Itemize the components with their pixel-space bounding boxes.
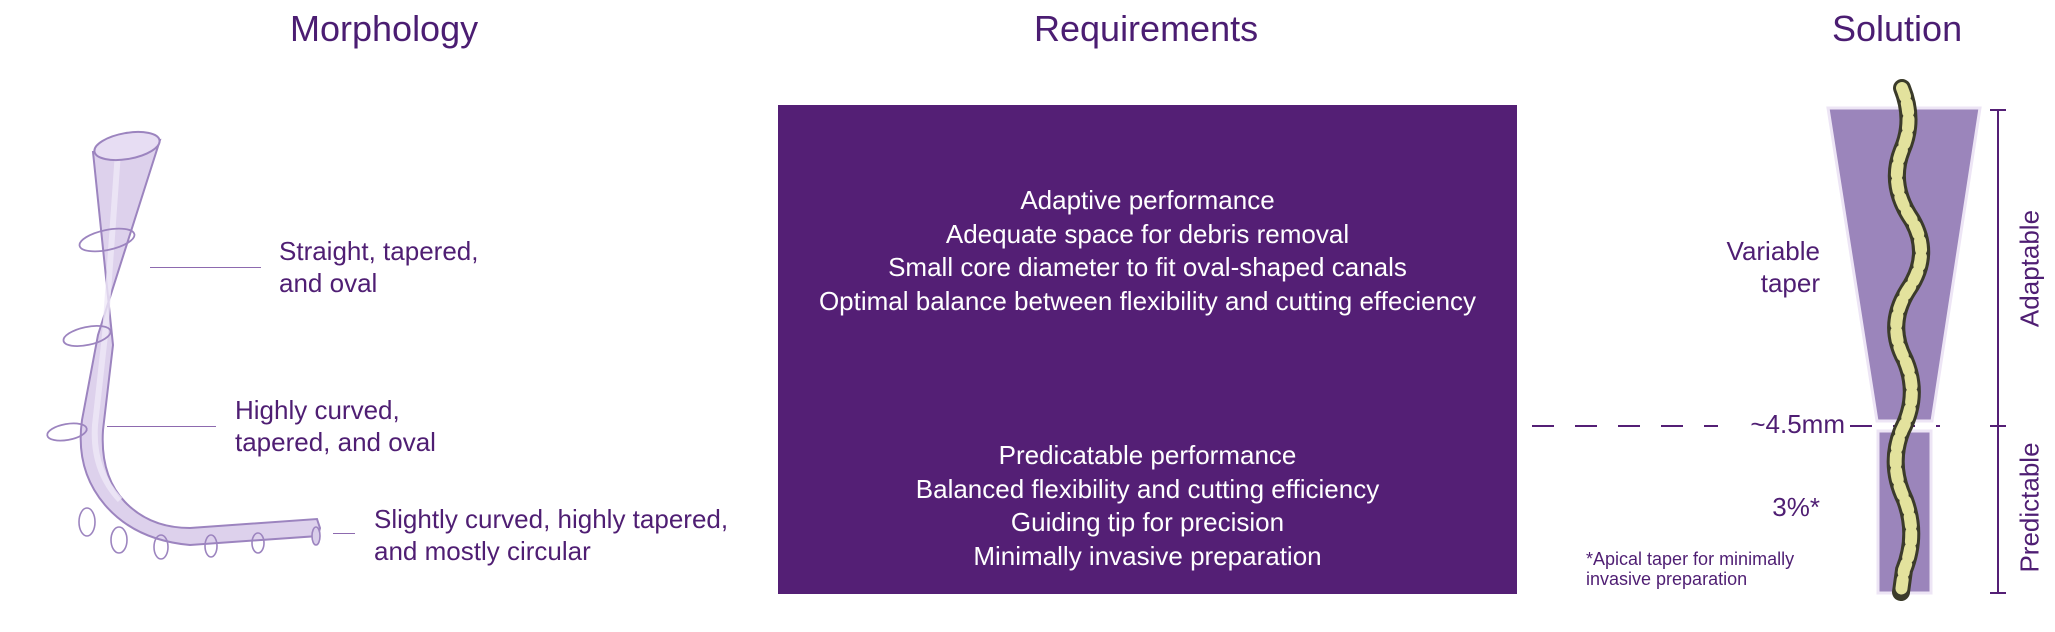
requirement-item: Balanced flexibility and cutting efficie… bbox=[915, 473, 1380, 504]
variable-taper-label: Variable taper bbox=[1700, 235, 1820, 299]
apical-taper-label: 3%* bbox=[1772, 492, 1820, 522]
morphology-label-3: Slightly curved, highly tapered, and mos… bbox=[374, 503, 728, 567]
heading-solution: Solution bbox=[1832, 8, 1963, 49]
morphology-label-3-line2: and mostly circular bbox=[374, 536, 591, 566]
file-instrument bbox=[1886, 79, 1931, 601]
heading-requirements: Requirements bbox=[1034, 8, 1259, 49]
requirement-item: Adequate space for debris removal bbox=[945, 218, 1350, 249]
divider-measurement-label: ~4.5mm bbox=[1750, 409, 1845, 439]
apical-taper-footnote: *Apical taper for minimally invasive pre… bbox=[1586, 549, 1794, 589]
morphology-label-1: Straight, tapered, and oval bbox=[279, 235, 478, 299]
leader-line-1 bbox=[150, 267, 261, 268]
variable-taper-line2: taper bbox=[1760, 268, 1820, 298]
morphology-label-2: Highly curved, tapered, and oval bbox=[235, 394, 436, 458]
requirement-item: Predicatable performance bbox=[998, 440, 1297, 470]
root-canal-illustration bbox=[46, 130, 322, 560]
morphology-label-1-line2: and oval bbox=[279, 268, 378, 298]
leader-line-2 bbox=[107, 426, 216, 427]
heading-morphology: Morphology bbox=[290, 8, 479, 49]
requirement-item: Guiding tip for precision bbox=[1010, 507, 1285, 537]
requirement-item: Small core diameter to fit oval-shaped c… bbox=[888, 252, 1407, 282]
variable-taper-line1: Variable bbox=[1726, 236, 1820, 266]
leader-line-3 bbox=[333, 533, 355, 534]
side-bracket bbox=[1990, 109, 2006, 594]
requirement-item: Optimal balance between flexibility and … bbox=[818, 285, 1477, 316]
requirements-box: Adaptive performance Adequate space for … bbox=[778, 105, 1517, 594]
footnote-line1: *Apical taper for minimally bbox=[1586, 549, 1795, 569]
footnote-line2: invasive preparation bbox=[1586, 569, 1748, 589]
requirements-adaptive-list: Adaptive performance Adequate space for … bbox=[778, 184, 1517, 318]
side-label-adaptable: Adaptable bbox=[2014, 209, 2045, 328]
morphology-label-2-line2: tapered, and oval bbox=[235, 427, 436, 457]
requirements-predictable-list: Predicatable performance Balanced flexib… bbox=[778, 439, 1517, 573]
morphology-label-2-line1: Highly curved, bbox=[235, 395, 400, 425]
morphology-label-1-line1: Straight, tapered, bbox=[279, 236, 479, 266]
requirement-item: Minimally invasive preparation bbox=[973, 540, 1322, 571]
requirement-item: Adaptive performance bbox=[1020, 185, 1275, 215]
morphology-label-3-line1: Slightly curved, highly tapered, bbox=[374, 504, 729, 534]
side-label-predictable: Predictable bbox=[2014, 442, 2045, 573]
